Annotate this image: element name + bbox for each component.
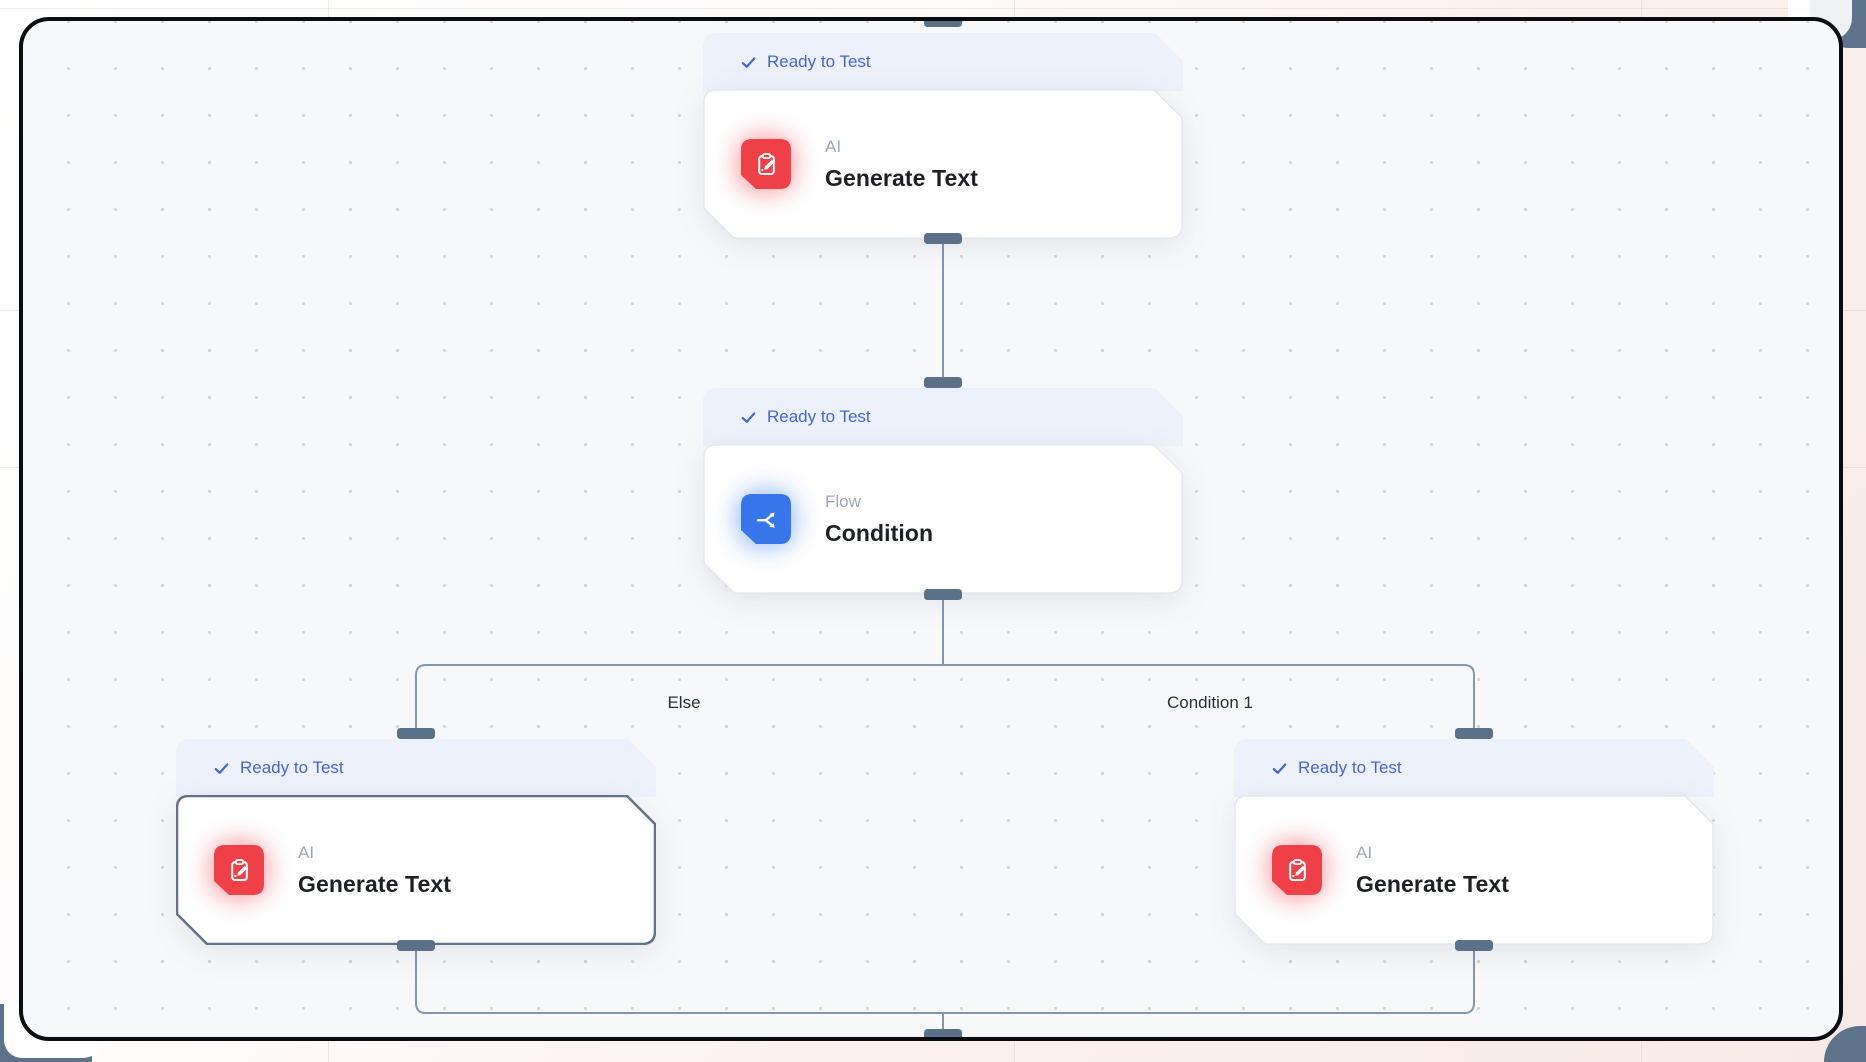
status-badge[interactable]: Ready to Test [1234,739,1714,797]
node-generate-text-condition1[interactable]: Ready to Test [1234,739,1714,945]
edge-label-else: Else [667,693,701,712]
node-card[interactable]: AI Generate Text [176,795,656,945]
connection-handle[interactable] [924,589,962,600]
check-icon [740,409,757,426]
clipboard-pen-icon [214,845,264,895]
status-badge-label: Ready to Test [767,407,871,426]
node-category-label: AI [298,842,315,862]
node-title: Generate Text [1356,870,1509,897]
status-badge-label: Ready to Test [1298,758,1402,777]
branch-split-icon [741,494,791,544]
node-card-shape [703,444,1183,594]
status-badge[interactable]: Ready to Test [703,33,1183,91]
background-grid-line [0,8,1866,9]
connection-handle[interactable] [924,233,962,244]
node-category-label: Flow [825,491,861,511]
node-title: Generate Text [298,870,451,897]
check-icon [1271,760,1288,777]
node-category-label: AI [1356,842,1373,862]
node-generate-text-else[interactable]: Ready to Test [176,739,656,945]
check-icon [213,760,230,777]
status-badge[interactable]: Ready to Test [703,388,1183,446]
status-badge-label: Ready to Test [767,52,871,71]
connection-handle[interactable] [1455,940,1493,951]
node-card-shape [703,89,1183,239]
edge-connectors [415,239,1475,1037]
node-card-shape [176,795,656,945]
node-card-shape [1234,795,1714,945]
clipboard-pen-icon [1272,845,1322,895]
node-card[interactable]: AI Generate Text [1234,795,1714,945]
node-card[interactable]: Flow Condition [703,444,1183,594]
node-title: Generate Text [825,164,978,191]
connection-handle[interactable] [397,728,435,739]
node-condition[interactable]: Ready to Test [703,388,1183,594]
flow-canvas[interactable]: Else Condition 1 Ready to Test [19,17,1843,1041]
edge-label-condition1: Condition 1 [1166,693,1254,712]
clipboard-pen-icon [741,139,791,189]
connection-handle[interactable] [397,940,435,951]
check-icon [740,54,757,71]
node-category-label: AI [825,136,842,156]
connection-handle[interactable] [924,21,962,27]
node-card[interactable]: AI Generate Text [703,89,1183,239]
status-badge[interactable]: Ready to Test [176,739,656,797]
node-generate-text-top[interactable]: Ready to Test [703,33,1183,239]
connection-handle[interactable] [1455,728,1493,739]
connection-handle[interactable] [924,377,962,388]
node-title: Condition [825,519,934,546]
status-badge-label: Ready to Test [240,758,344,777]
connection-handle[interactable] [924,1029,962,1037]
